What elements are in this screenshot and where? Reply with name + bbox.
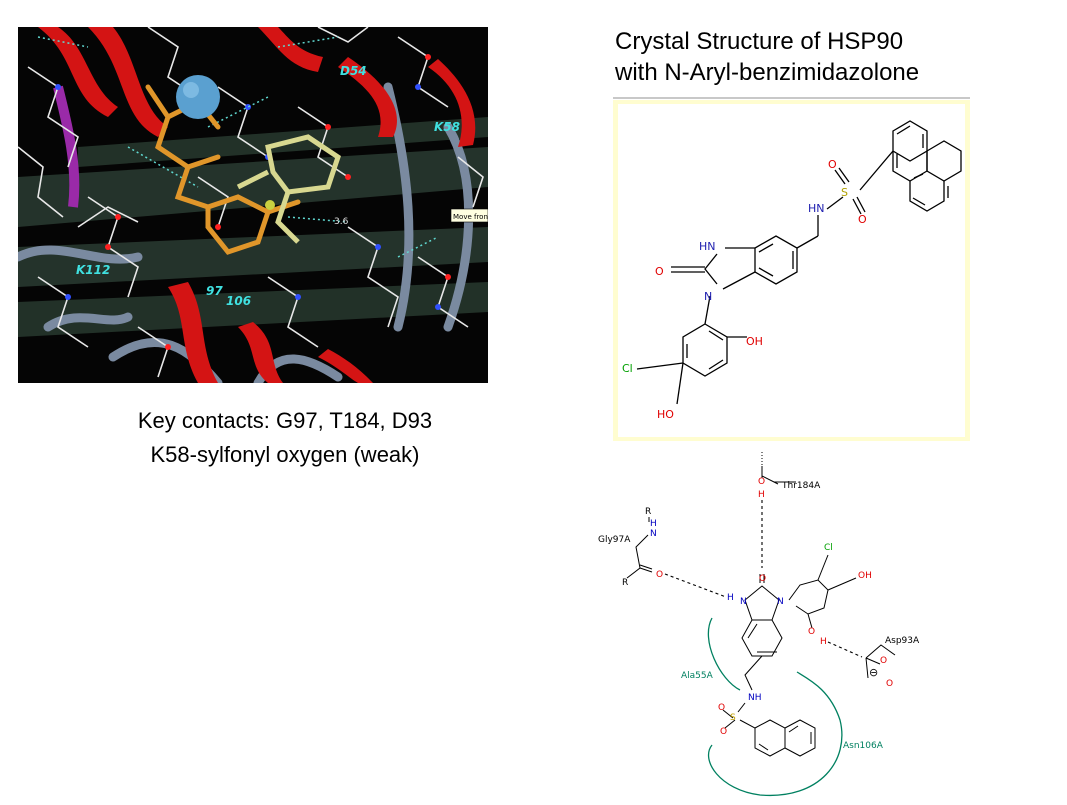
svg-text:H: H [820,637,827,647]
svg-text:H: H [758,490,765,500]
svg-text:O: O [759,574,766,584]
svg-text:O: O [720,727,727,737]
residue-ala55a: Ala55A [681,671,714,681]
atom-nh-sulfonamide: HN [808,202,825,215]
svg-text:N: N [777,597,784,607]
residue-thr184a: Thr184A [781,481,821,491]
atom-oh1: OH [746,335,763,348]
atom-o2: O [858,213,867,226]
svg-text:R: R [645,507,651,517]
hydrophobic-contacts [707,617,843,797]
page-subtitle: with N-Aryl-benzimidazolone [615,59,920,86]
label-k112: K112 [76,263,110,277]
svg-text:O: O [880,656,887,666]
svg-text:O: O [718,703,725,713]
svg-text:⊖: ⊖ [869,666,878,679]
chemical-structure-panel: O S O HN HN O N OH Cl HO [613,100,970,441]
page-title: Crystal Structure of HSP90 [615,28,904,55]
atom-cl: Cl [622,362,633,375]
svg-text:OH: OH [858,571,872,581]
svg-text:H: H [727,593,734,603]
alpha-helices [38,27,476,383]
label-97: 97 [206,284,223,298]
side-chains [18,27,484,378]
probe-sphere [176,75,220,119]
svg-text:N: N [740,597,747,607]
chemical-structure: O S O HN HN O N OH Cl HO [622,120,962,421]
svg-text:S: S [730,713,736,723]
distance-label: 3.6 [334,217,349,227]
atom-o1: O [828,158,837,171]
svg-text:Move front: Move front [453,213,488,221]
hbond-dashes [37,36,439,258]
svg-text:NH: NH [748,693,762,703]
label-106: 106 [226,294,251,308]
atom-s: S [841,186,848,199]
label-d54: D54 [340,64,367,78]
ligand-pale [236,134,341,244]
svg-text:Cl: Cl [824,543,833,553]
svg-text:O: O [808,627,815,637]
beta-sheet-bands [18,117,488,337]
atom-o-carbonyl: O [655,265,664,278]
label-k58: K58 [434,120,460,134]
purple-strand [53,85,80,208]
svg-text:O: O [886,679,893,689]
residue-gly97a: Gly97A [598,535,631,545]
move-front-tooltip: Move front [450,208,488,223]
protein-structure-render: D54 K58 K112 97 106 3.6 Move front [18,27,488,383]
atom-oh2: HO [657,408,674,421]
atom-n-imidazolone: N [704,290,712,303]
svg-text:R: R [622,578,628,588]
residue-asn106a: Asn106A [843,741,884,751]
svg-text:O: O [656,570,663,580]
interaction-diagram: Thr184A Gly97A Asp93A Ala55A Asn106A R H… [585,440,945,800]
svg-text:O: O [758,477,765,487]
key-contacts-caption: Key contacts: G97, T184, D93 [137,408,433,433]
svg-text:N: N [650,529,657,539]
weak-contact-caption: K58-sylfonyl oxygen (weak) [150,442,420,467]
svg-text:H: H [650,519,657,529]
atom-nh-imidazolone: HN [699,240,716,253]
hbond-lines [664,500,863,658]
residue-asp93a: Asp93A [885,636,920,646]
title-divider [613,97,970,99]
ligand-orange [145,84,301,255]
